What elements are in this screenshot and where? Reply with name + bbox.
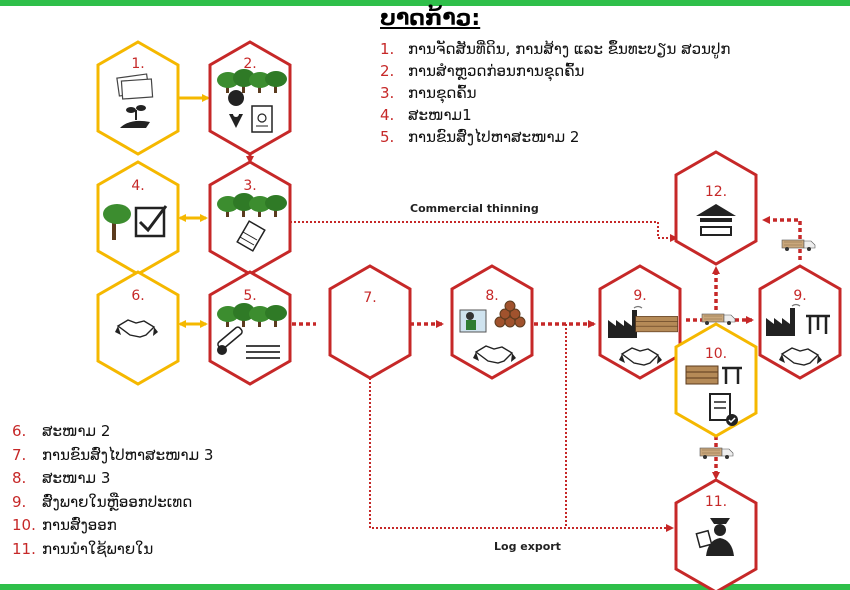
legend-item: 5.ການຂົນສົ່ງໄປຫາສະໜາມ 2 [380,128,580,146]
legend-steps-bottom: 6.ສະໜາມ 2 7.ການຂົນສົ່ງໄປຫາສະໜາມ 3 8.ສະໜາ… [12,420,332,561]
node-label: 11. [705,494,727,510]
log-ends-icon [494,300,526,328]
node-label: 7. [363,290,376,306]
legend-item: 10.ການສົ່ງອອກ [12,516,117,534]
node-label: 2. [243,56,256,72]
log-export-line-a [369,378,674,532]
legend-item: 6.ສະໜາມ 2 [12,422,111,440]
node-8: 8. [450,264,534,380]
clipboard-icon [236,220,266,252]
legend-item: 1.ການຈັດສັນທີ່ດິນ, ການສ້າງ ແລະ ຂຶ້ນທະບຽນ… [380,40,731,58]
node-label: 1. [131,56,144,72]
commercial-thinning-line [290,221,678,242]
certificate-icon [251,105,273,133]
inspector-icon [459,309,487,333]
node-label: 10. [705,346,727,362]
commercial-thinning-label: Commercial thinning [410,202,539,215]
node-7: 7. [328,264,412,380]
node-5: 5. [208,270,292,386]
top-accent-bar [0,0,850,6]
tree-icon [103,204,131,240]
node-label: 6. [131,288,144,304]
chainsaw-icon [217,326,243,355]
node-label: 12. [705,184,727,200]
legend-item: 4.ສະໜາມ1 [380,106,472,124]
node-label: 8. [485,288,498,304]
node-label: 9. [633,288,646,304]
legend-item: 9.ສົ່ງພາຍໃນຫຼືອອກປະເທດ [12,492,193,511]
logs-icon [685,365,719,385]
node-9a: 9. [598,264,682,380]
checklist-icon [709,393,738,426]
log-export-label: Log export [494,540,561,553]
legend-steps-top: 1.ການຈັດສັນທີ່ດິນ, ການສ້າງ ແລະ ຂຶ້ນທະບຽນ… [380,38,780,148]
legend-item: 8.ສະໜາມ 3 [12,469,111,487]
node-6: 6. [96,270,180,386]
arrow-9b-to-12 [762,216,802,260]
seedling-hand-icon [120,105,150,128]
node-10: 10. [674,322,758,438]
node-9b: 9. [758,264,842,380]
node-3: 3. [208,160,292,276]
land-documents-icon [116,73,154,100]
node-label: 5. [243,288,256,304]
node-label: 3. [243,178,256,194]
legend-item: 7.ການຂົນສົ່ງໄປຫາສະໜາມ 3 [12,445,214,464]
bottom-accent-bar [0,584,850,590]
node-11: 11. [674,478,758,590]
truck-icon [701,313,736,326]
node-1: 1. [96,40,180,156]
node-2: 2. [208,40,292,156]
node-label: 9. [793,288,806,304]
legend-item: 11.ການນຳໃຊ້ພາຍໃນ [12,539,154,558]
node-4: 4. [96,160,180,276]
node-label: 4. [131,178,144,194]
logs-pile-icon [246,345,280,359]
legend-title: ບາດກ້າວ: [380,6,481,31]
logs-icon [635,316,678,333]
legend-item: 3.ການຂຸດຄົ້ນ [380,84,477,102]
node-12: 12. [674,150,758,266]
furniture-icon [722,366,742,384]
location-pin-icon [228,90,245,128]
market-stall-icon [696,204,736,236]
legend-item: 2.ການສຳຫຼວດກ່ອນການຂຸດຄົ້ນ [380,62,585,80]
customs-officer-icon [695,518,734,556]
furniture-icon [806,314,830,334]
checkbox-icon [134,205,168,238]
